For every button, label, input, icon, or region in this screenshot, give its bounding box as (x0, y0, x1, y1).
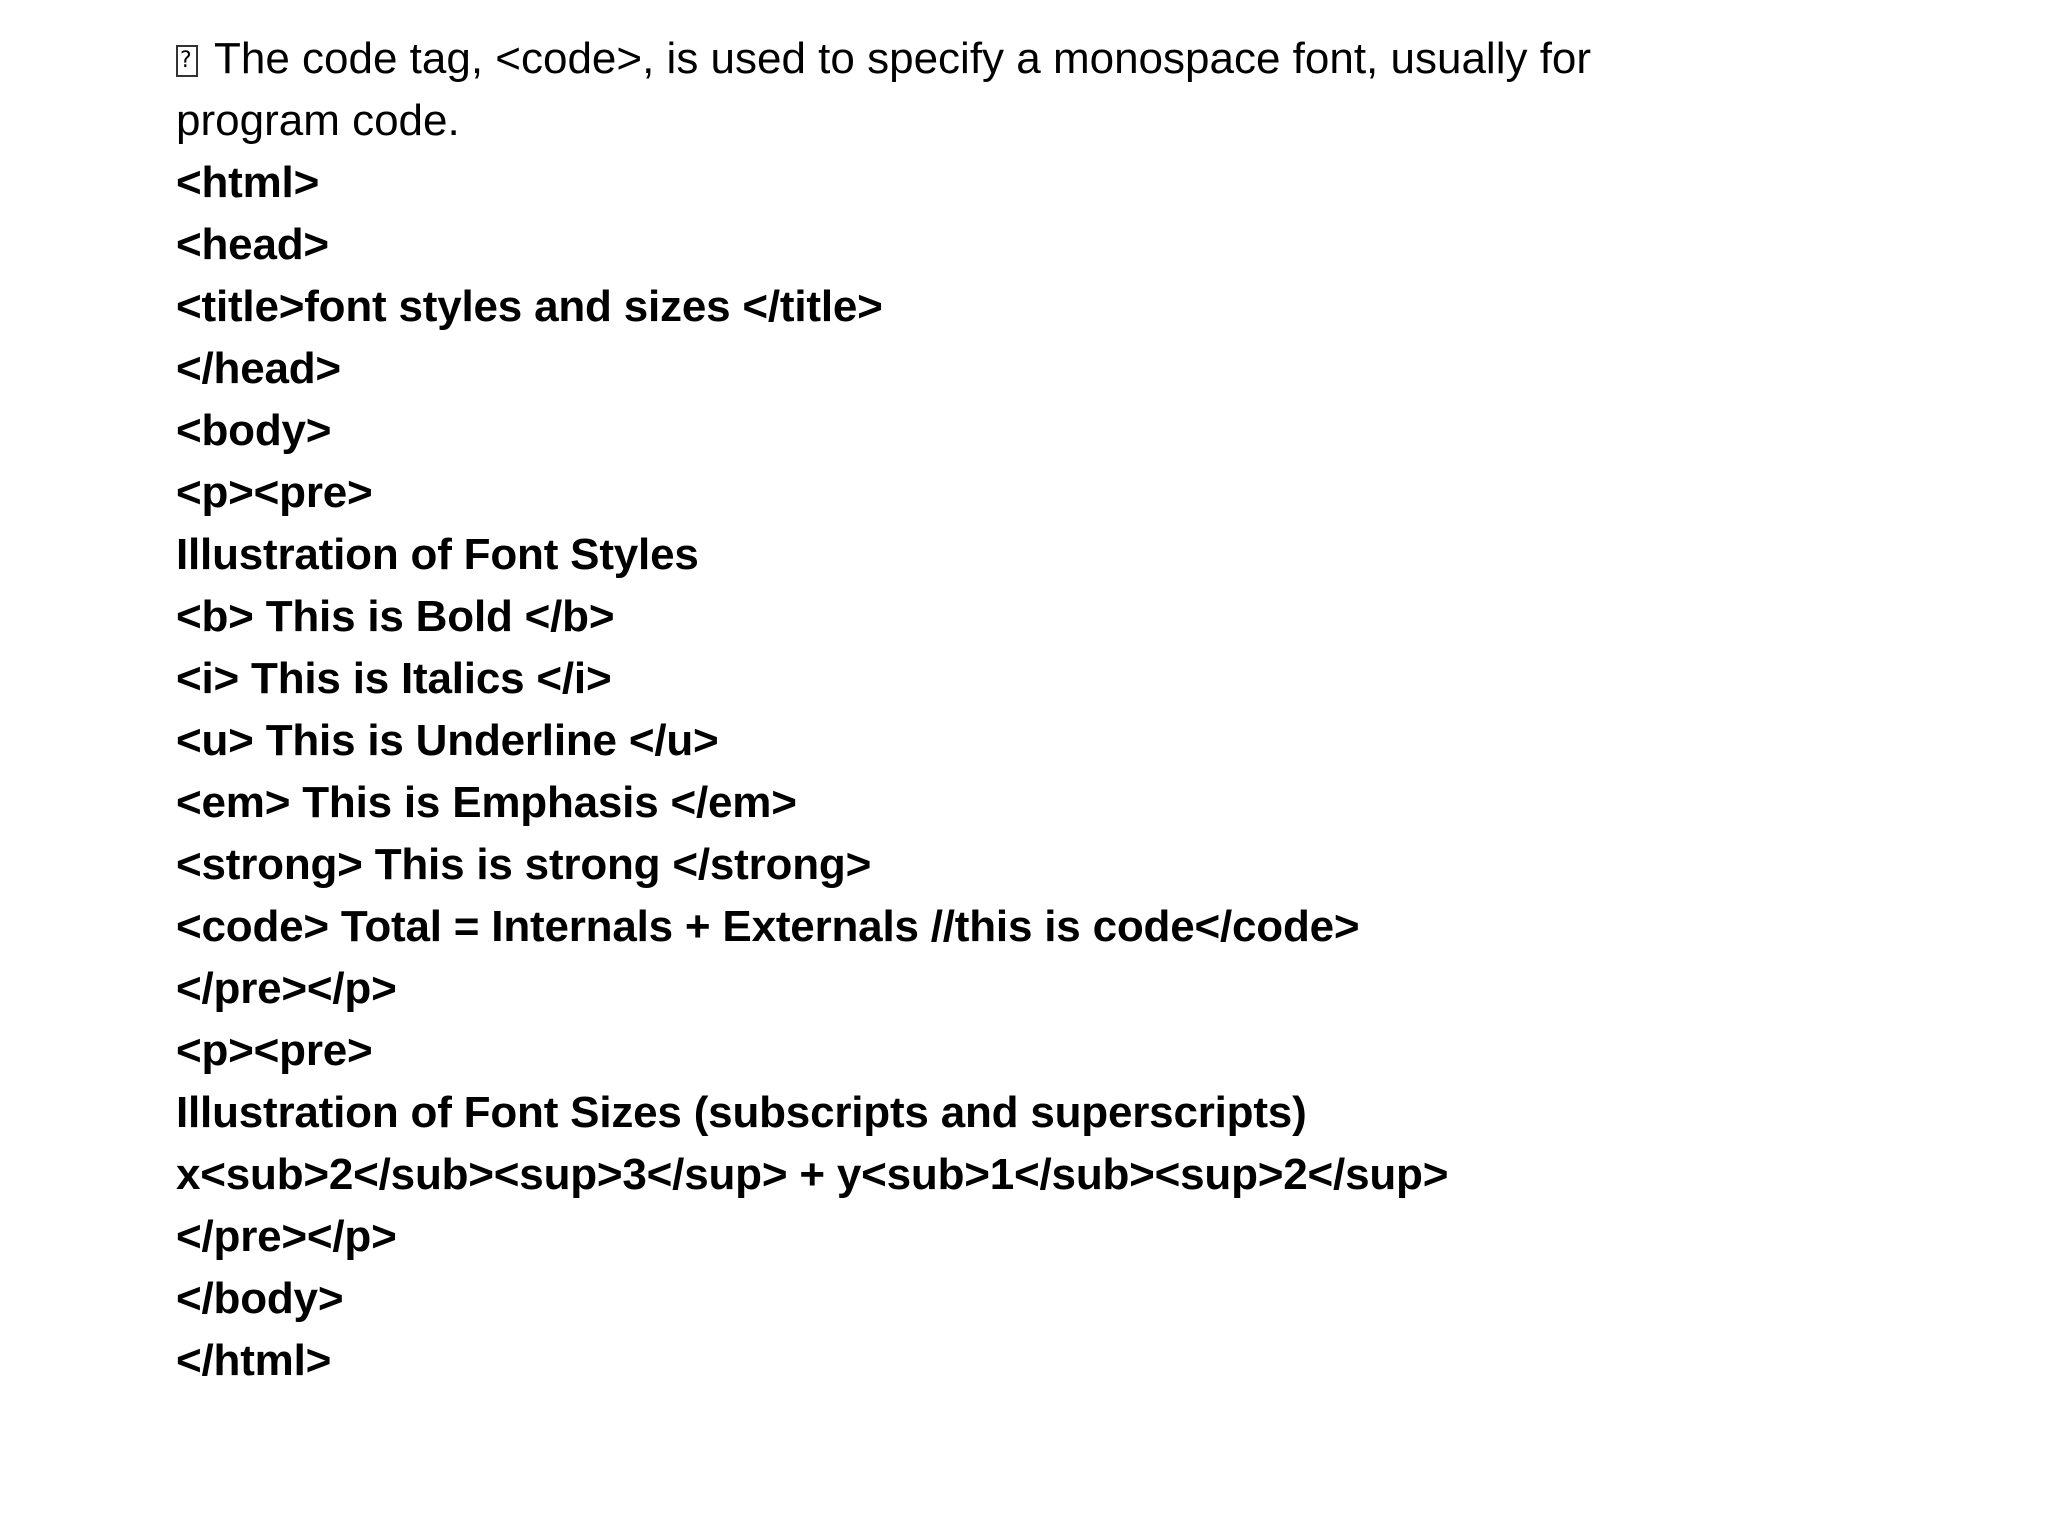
code-line: x<sub>2</sub><sup>3</sup> + y<sub>1</sub… (176, 1150, 1449, 1199)
code-line: <html> (176, 158, 320, 207)
code-line: <head> (176, 220, 329, 269)
code-line: </pre></p> (176, 964, 397, 1013)
code-line: <p><pre> (176, 468, 373, 517)
code-line: <u> This is Underline </u> (176, 716, 719, 765)
slide-content: The code tag, <code>, is used to specify… (176, 28, 1896, 1392)
code-line: Illustration of Font Sizes (subscripts a… (176, 1088, 1307, 1137)
intro-paragraph: The code tag, <code>, is used to specify… (176, 28, 1736, 152)
code-line: </head> (176, 344, 341, 393)
code-line: <b> This is Bold </b> (176, 592, 615, 641)
code-line: </html> (176, 1336, 332, 1385)
code-line: <i> This is Italics </i> (176, 654, 612, 703)
code-line: <strong> This is strong </strong> (176, 840, 872, 889)
code-line: <em> This is Emphasis </em> (176, 778, 797, 827)
code-line: <body> (176, 406, 332, 455)
code-listing: <html> <head> <title>font styles and siz… (176, 152, 1896, 1392)
code-line: <code> Total = Internals + Externals //t… (176, 902, 1360, 951)
code-line: <title>font styles and sizes </title> (176, 282, 883, 331)
code-line: Illustration of Font Styles (176, 530, 699, 579)
code-line: <p><pre> (176, 1026, 373, 1075)
code-line: </body> (176, 1274, 344, 1323)
code-line: </pre></p> (176, 1212, 397, 1261)
missing-glyph-icon (176, 39, 198, 83)
intro-text: The code tag, <code>, is used to specify… (176, 34, 1592, 145)
